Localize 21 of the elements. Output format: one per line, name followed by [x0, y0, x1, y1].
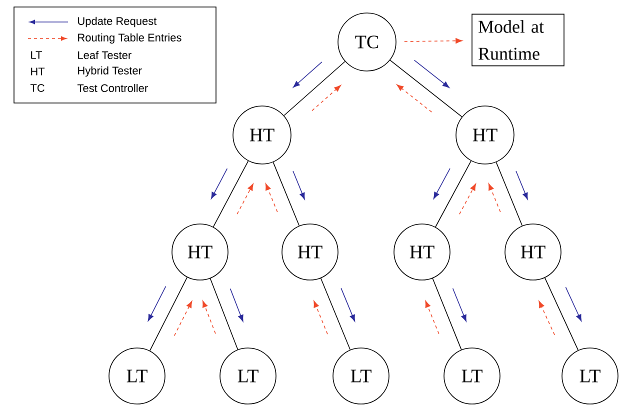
- connector-line: [284, 61, 346, 116]
- model-box: Model at Runtime: [472, 14, 564, 66]
- legend-text: Hybrid Tester: [78, 66, 142, 77]
- connector-line: [435, 160, 472, 228]
- connector-line: [320, 278, 351, 350]
- connector-line: [432, 278, 462, 350]
- connector-line: [210, 278, 238, 350]
- connector-line: [496, 162, 523, 226]
- connector-line: [544, 277, 579, 351]
- connector-line: [390, 60, 462, 118]
- legend-text: Test Controller: [77, 84, 148, 92]
- connector-line: [272, 162, 300, 226]
- abbreviation: LT: [31, 51, 42, 59]
- abbreviation: TC: [30, 84, 44, 92]
- connector-line: [149, 276, 188, 352]
- legend-text: Leaf Tester: [78, 50, 132, 60]
- connector-line: [404, 38, 462, 44]
- legend-text: Update Request: [78, 16, 157, 28]
- connector-line: [212, 160, 249, 228]
- legend-text: Routing Table Entries: [78, 33, 182, 44]
- abbreviation: HT: [31, 68, 45, 76]
